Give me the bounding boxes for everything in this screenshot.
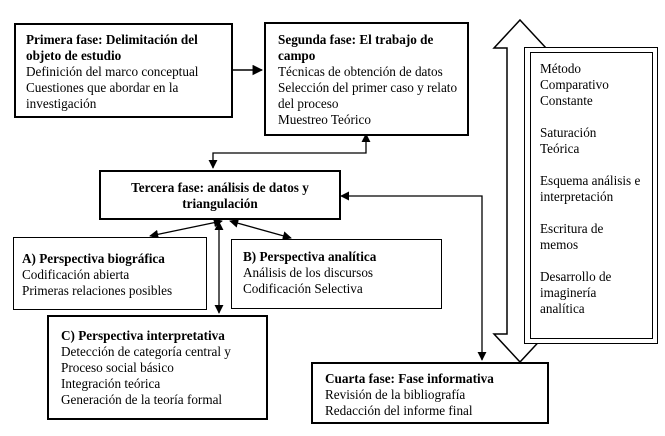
method-item-5: Desarrollo de imaginería analítica — [540, 269, 612, 316]
biografica-line-1: Codificación abierta — [22, 267, 130, 282]
phase2-title: Segunda fase: El trabajo de campo — [278, 32, 434, 63]
analitica-line-2: Codificación Selectiva — [243, 281, 363, 296]
analitica-title: B) Perspectiva analítica — [243, 249, 377, 264]
biografica-title: A) Perspectiva biográfica — [22, 251, 165, 266]
phase2-line-2: Selección del primer caso y relato del p… — [278, 80, 458, 111]
phase3-box: Tercera fase: análisis de datos y triang… — [99, 170, 341, 220]
arrow-phase2-phase3 — [208, 133, 371, 169]
method-item-2: Saturación Teórica — [540, 125, 597, 156]
method-inner-box: Método Comparativo Constante Saturación … — [530, 52, 653, 339]
arrow-phase3-biografica — [149, 218, 223, 239]
analitica-line-1: Análisis de los discursos — [243, 265, 374, 280]
phase4-box: Cuarta fase: Fase informativa Revisión d… — [311, 362, 549, 424]
arrow-phase3-analitica — [229, 218, 292, 241]
method-item-4: Escritura de memos — [540, 221, 604, 252]
phase2-line-1: Técnicas de obtención de datos — [278, 64, 443, 79]
method-item-1: Método Comparativo Constante — [540, 61, 609, 108]
interpretativa-line-4: Generación de la teoría formal — [61, 392, 223, 407]
phase1-title: Primera fase: Delimitación del objeto de… — [26, 32, 198, 63]
phase1-line-1: Definición del marco conceptual — [26, 64, 199, 79]
phase2-line-3: Muestreo Teórico — [278, 112, 371, 127]
biografica-box: A) Perspectiva biográfica Codificación a… — [13, 237, 207, 310]
interpretativa-title: C) Perspectiva interpretativa — [61, 328, 225, 343]
phase1-line-2: Cuestiones que abordar en la investigaci… — [26, 80, 179, 111]
phase4-line-2: Redacción del informe final — [325, 403, 473, 418]
phase1-box: Primera fase: Delimitación del objeto de… — [14, 23, 233, 118]
analitica-box: B) Perspectiva analítica Análisis de los… — [231, 239, 442, 309]
phase2-box: Segunda fase: El trabajo de campo Técnic… — [264, 22, 469, 136]
method-item-3: Esquema análisis e interpretación — [540, 173, 641, 204]
interpretativa-line-1: Detección de categoría central y — [61, 344, 231, 359]
phase4-line-1: Revisión de la bibliografía — [325, 387, 466, 402]
interpretativa-line-2: Proceso social básico — [61, 360, 174, 375]
interpretativa-line-3: Integración teórica — [61, 376, 161, 391]
arrow-phase3-phase4 — [340, 191, 487, 361]
phase3-title: Tercera fase: análisis de datos y triang… — [131, 180, 309, 211]
biografica-line-2: Primeras relaciones posibles — [22, 283, 173, 298]
phase4-title: Cuarta fase: Fase informativa — [325, 371, 494, 386]
interpretativa-box: C) Perspectiva interpretativa Detección … — [47, 315, 268, 420]
